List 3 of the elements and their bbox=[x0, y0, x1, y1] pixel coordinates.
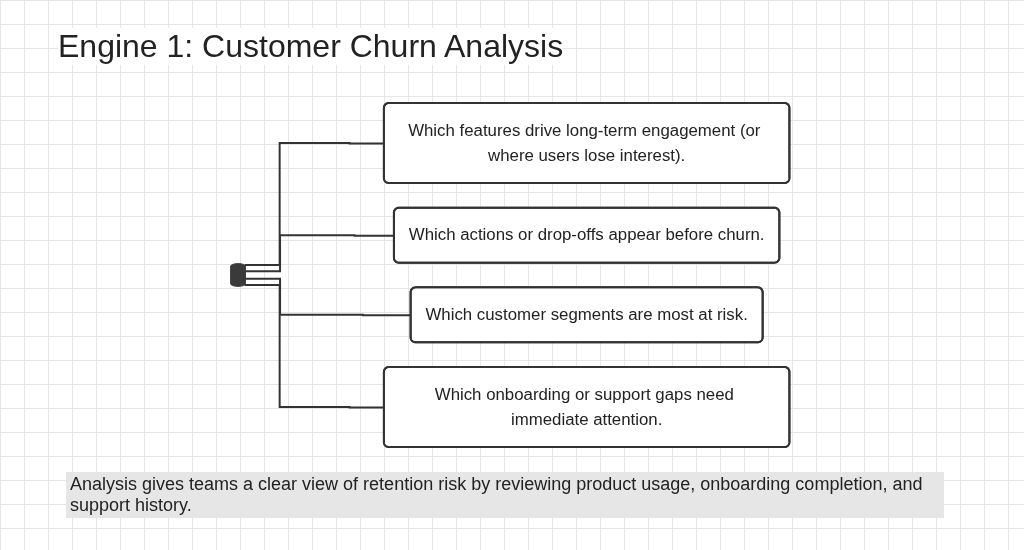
title: Engine 1: Customer Churn Analysis bbox=[58, 28, 564, 65]
caption: Analysis gives teams a clear view of retention risk by reviewing product usage, onboarding completion, and support history. bbox=[66, 472, 944, 518]
node-cylinder bbox=[230, 263, 246, 287]
